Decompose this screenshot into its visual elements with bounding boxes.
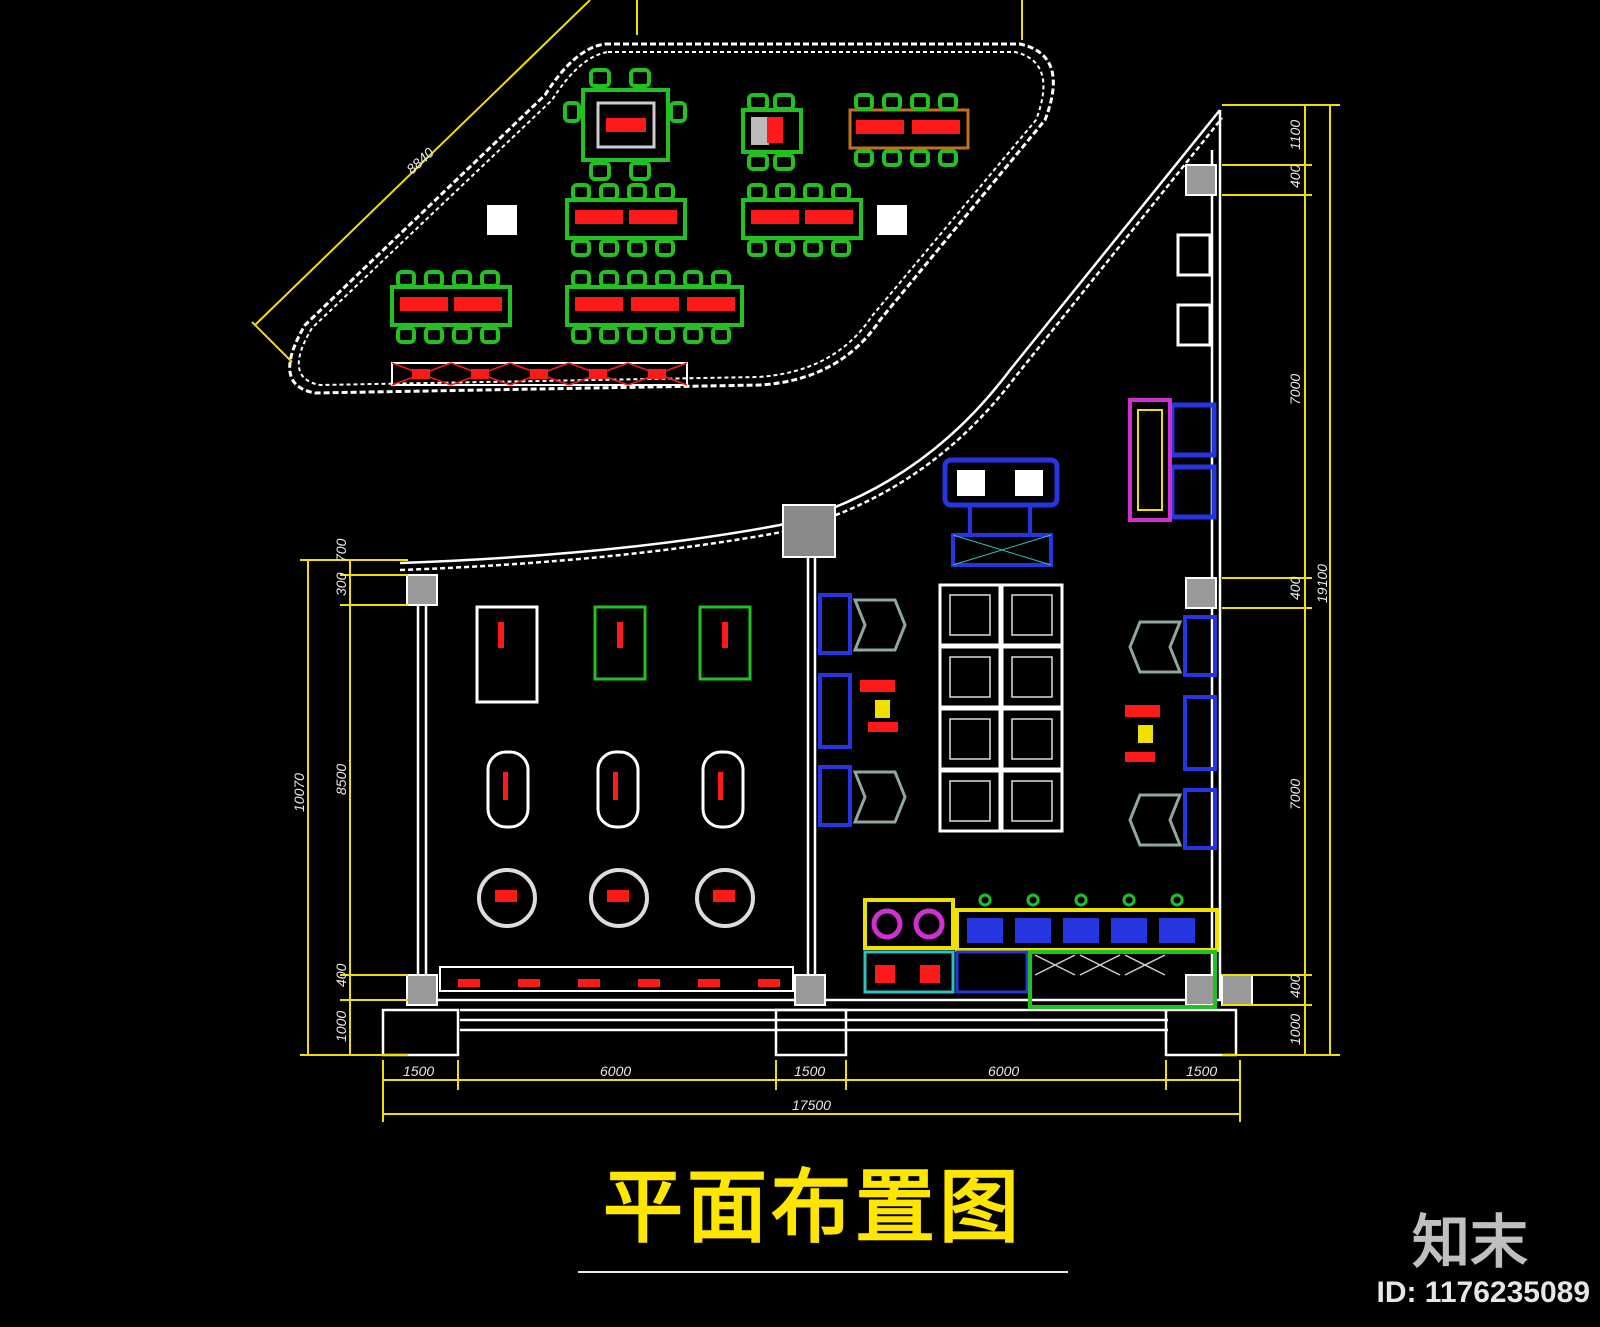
dim-left-outer: 10070 bbox=[291, 773, 307, 812]
column-block bbox=[877, 205, 907, 235]
dimension-lines bbox=[300, 104, 1340, 1122]
dimension-diagonal bbox=[254, 0, 591, 326]
dim-right-3: 7000 bbox=[1287, 374, 1303, 405]
dim-right-4: 400 bbox=[1287, 576, 1303, 600]
dim-left-inner: 8500 bbox=[333, 764, 349, 795]
dim-bottom-2: 6000 bbox=[600, 1063, 631, 1079]
dim-left-bottom-a: 400 bbox=[333, 963, 349, 987]
dim-left-top-a: 700 bbox=[333, 538, 349, 562]
title-underline bbox=[578, 1271, 1068, 1273]
dining-table-group bbox=[563, 68, 687, 181]
dim-right-5: 7000 bbox=[1287, 779, 1303, 810]
left-hall-stations bbox=[439, 605, 794, 992]
dim-right-2: 400 bbox=[1287, 164, 1303, 188]
counter-bar bbox=[391, 362, 688, 386]
dimension-labels: 1500 6000 1500 6000 1500 17500 10070 850… bbox=[291, 120, 1330, 1113]
dim-right-7: 1000 bbox=[1287, 1014, 1303, 1045]
dim-left-top-b: 300 bbox=[333, 572, 349, 596]
right-hall-machines bbox=[818, 233, 1219, 1009]
dim-bottom-3: 1500 bbox=[794, 1063, 825, 1079]
dim-right-1: 1100 bbox=[1287, 120, 1303, 150]
dim-bottom-5: 1500 bbox=[1186, 1063, 1217, 1079]
column-block bbox=[487, 205, 517, 235]
dim-bottom-4: 6000 bbox=[988, 1063, 1019, 1079]
dim-right-outer: 19100 bbox=[1314, 564, 1330, 603]
image-id-label: ID: 1176235089 bbox=[1376, 1276, 1590, 1309]
dining-tables bbox=[390, 68, 970, 386]
drawing-title: 平面布置图 bbox=[603, 1161, 1023, 1254]
dining-zone-outline bbox=[288, 42, 1055, 395]
dim-bottom-1: 1500 bbox=[403, 1063, 434, 1079]
brand-logo: 知末 bbox=[1411, 1208, 1528, 1276]
dim-bottom-total: 17500 bbox=[792, 1097, 831, 1113]
dim-right-6: 400 bbox=[1287, 974, 1303, 998]
dim-left-bottom-b: 1000 bbox=[333, 1011, 349, 1042]
building-walls bbox=[381, 109, 1238, 1057]
dimension-diagonal-label: 8840 bbox=[403, 144, 437, 177]
structural-columns bbox=[406, 164, 1253, 1006]
